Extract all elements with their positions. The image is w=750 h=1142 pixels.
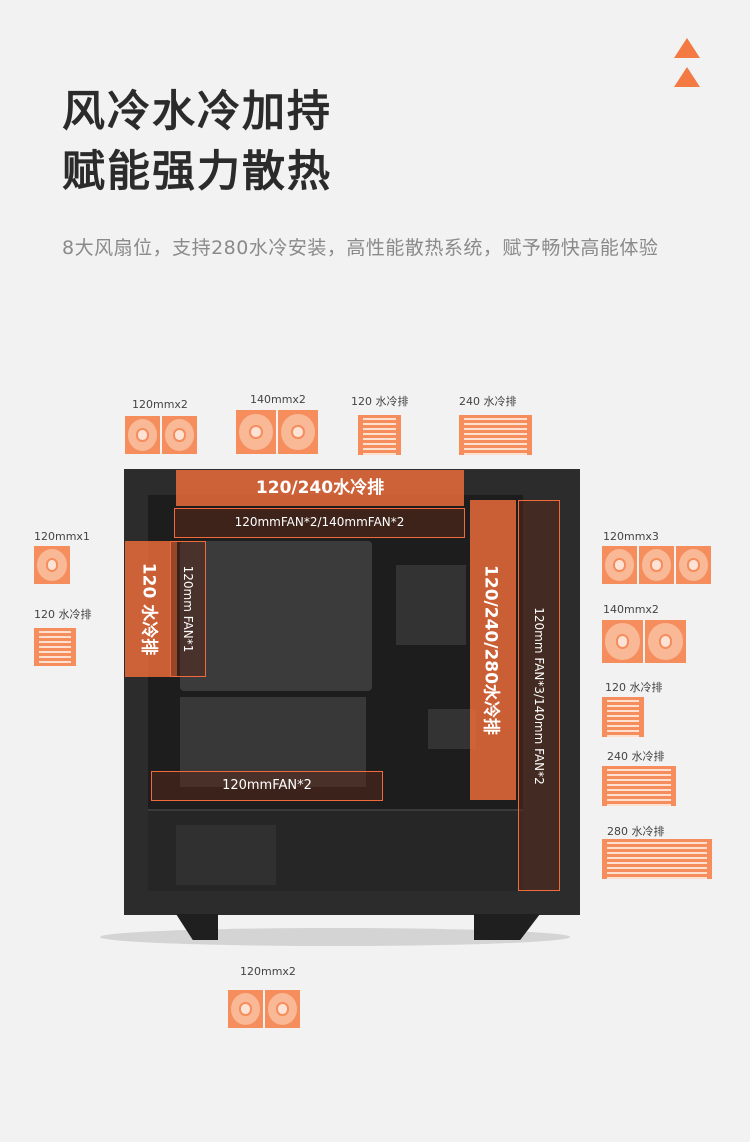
headline-line1: 风冷水冷加持 (62, 87, 332, 137)
description: 8大风扇位，支持280水冷安装，高性能散热系统，赋予畅快高能体验 (62, 237, 659, 259)
radiator-icon (602, 839, 712, 879)
right-option-280-radiator-label: 280 水冷排 (607, 825, 665, 838)
top-fan-zone: 120mmFAN*2/140mmFAN*2 (174, 508, 465, 538)
fan-icon-group (125, 416, 197, 454)
headline-line2: 赋能强力散热 (62, 147, 332, 197)
top-radiator-zone: 120/240水冷排 (176, 470, 464, 506)
up-arrows-icon (674, 38, 700, 87)
fan-icon (265, 990, 300, 1028)
fan-icon (34, 546, 70, 584)
fan-icon-group (602, 620, 686, 663)
front-fan-label: 120mm FAN*3/140mm FAN*2 (532, 607, 546, 785)
rear-radiator-label: 120 水冷排 (138, 562, 159, 656)
bottom-option-120x2-label: 120mmx2 (240, 965, 296, 978)
fan-icon (278, 410, 318, 454)
radiator-icon (602, 766, 676, 806)
top-fan-label: 120mmFAN*2/140mmFAN*2 (234, 515, 405, 529)
motherboard-area (180, 541, 372, 691)
fan-icon (676, 546, 711, 584)
cable-cutout (396, 565, 466, 645)
right-option-240-radiator-label: 240 水冷排 (607, 750, 665, 763)
bottom-fan-label: 120mmFAN*2 (222, 778, 312, 793)
rear-fan-label: 120mm FAN*1 (181, 565, 195, 653)
top-radiator-label: 120/240水冷排 (255, 478, 385, 498)
radiator-icon (459, 415, 532, 455)
fan-icon (162, 416, 197, 454)
radiator-icon (34, 628, 76, 666)
fan-icon (645, 620, 686, 663)
right-option-140x2-label: 140mmx2 (603, 603, 659, 616)
fan-icon (236, 410, 276, 454)
front-fan-zone: 120mm FAN*3/140mm FAN*2 (518, 500, 560, 891)
right-option-120-radiator-label: 120 水冷排 (605, 681, 663, 694)
fan-icon (125, 416, 160, 454)
rear-radiator-zone: 120 水冷排 (125, 541, 177, 677)
cable-cutout (428, 709, 476, 749)
right-option-120x3-label: 120mmx3 (603, 530, 659, 543)
left-option-120x1-label: 120mmx1 (34, 530, 90, 543)
top-option-240-radiator-label: 240 水冷排 (459, 395, 517, 408)
fan-icon-group (236, 410, 318, 454)
fan-icon-group (602, 546, 711, 584)
left-option-120-radiator-label: 120 水冷排 (34, 608, 92, 621)
fan-icon (602, 546, 637, 584)
front-radiator-label: 120/240/280水冷排 (480, 565, 501, 735)
top-option-120x2-label: 120mmx2 (132, 398, 188, 411)
rear-fan-zone: 120mm FAN*1 (170, 541, 206, 677)
fan-icon (639, 546, 674, 584)
psu-window (176, 825, 276, 885)
radiator-icon (358, 415, 401, 455)
top-option-120-radiator-label: 120 水冷排 (351, 395, 409, 408)
fan-icon-group (228, 990, 300, 1028)
top-option-140x2-label: 140mmx2 (250, 393, 306, 406)
front-radiator-zone: 120/240/280水冷排 (470, 500, 516, 800)
fan-icon (228, 990, 263, 1028)
radiator-icon (602, 697, 644, 737)
bottom-fan-zone: 120mmFAN*2 (151, 771, 383, 801)
fan-icon (602, 620, 643, 663)
